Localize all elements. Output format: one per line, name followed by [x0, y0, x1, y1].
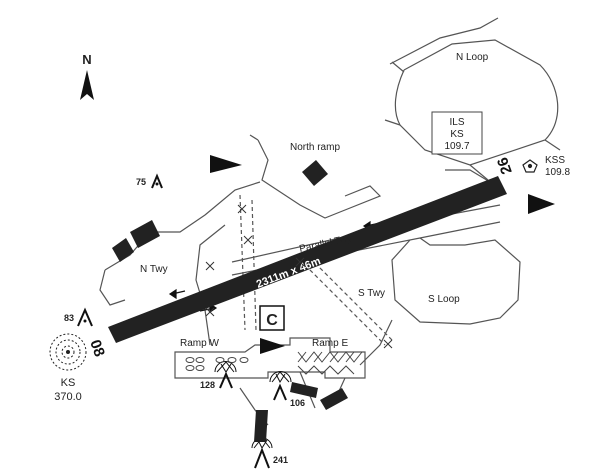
- obstacle-75: 75: [136, 173, 163, 189]
- obstacle-128-label: 128: [200, 380, 215, 390]
- obstacle-106: 106: [273, 383, 305, 408]
- runway-end-26: 26: [494, 155, 516, 176]
- ils-line1: ILS: [449, 117, 464, 128]
- obstacle-icon: [273, 383, 287, 401]
- obstacle-icon: [151, 173, 163, 189]
- obstacle-83: 83: [64, 307, 93, 327]
- kss-freq: 109.8: [545, 167, 570, 178]
- s-loop-label: S Loop: [428, 294, 460, 305]
- ils-box: ILS KS 109.7: [431, 111, 483, 155]
- ks-ndb-freq: 370.0: [54, 391, 82, 403]
- control-tower: C: [259, 305, 285, 331]
- obstacle-106-label: 106: [290, 398, 305, 408]
- windsock-icon: [260, 338, 285, 354]
- ramp-w-label: Ramp W: [180, 338, 219, 349]
- runway-end-08: 08: [86, 338, 108, 359]
- taxiway-arrows: [168, 220, 381, 314]
- approach-light-icon: [269, 371, 292, 384]
- kss-name: KSS: [545, 155, 565, 166]
- ils-line3: 109.7: [444, 141, 469, 152]
- ramp-e-label: Ramp E: [312, 338, 348, 349]
- ramp-symbols: [185, 351, 363, 375]
- obstacle-icon: [77, 307, 93, 327]
- north-arrow-icon: [80, 70, 94, 100]
- kss-vor: KSS 109.8: [522, 155, 570, 178]
- control-tower-letter: C: [266, 312, 278, 329]
- ks-ndb: KS 370.0: [49, 333, 87, 403]
- vor-icon: [522, 159, 538, 173]
- north-ramp-label: North ramp: [290, 142, 340, 153]
- obstacle-75-label: 75: [136, 177, 146, 187]
- obstacle-83-label: 83: [64, 313, 74, 323]
- ils-line2: KS: [450, 129, 464, 140]
- taxiway-outlines: [99, 17, 561, 426]
- obstacle-128: 128: [200, 371, 233, 390]
- runway: 2311m x 46m 08 26: [86, 155, 516, 359]
- n-twy-label: N Twy: [140, 264, 168, 275]
- obstacle-icon: [219, 371, 233, 389]
- ks-ndb-name: KS: [61, 377, 76, 389]
- obstacle-241-label: 241: [273, 455, 288, 465]
- obstacles: 75 83 128 106 241: [64, 173, 305, 469]
- windsock-icon: [528, 194, 555, 214]
- windsock-icon: [210, 155, 242, 173]
- north-ramp-stand: [302, 160, 328, 186]
- wind-direction-flags: [210, 155, 555, 354]
- north-arrow: N: [80, 52, 94, 100]
- obstacle-icon: [254, 447, 270, 469]
- ndb-icon: [49, 333, 87, 371]
- north-label: N: [82, 52, 91, 67]
- approach-light-icon: [214, 361, 237, 373]
- n-loop-label: N Loop: [456, 52, 489, 63]
- holding-markers: [205, 204, 393, 349]
- parking-stands: [112, 220, 348, 442]
- obstacle-241: 241: [254, 447, 288, 469]
- s-twy-label: S Twy: [358, 288, 385, 299]
